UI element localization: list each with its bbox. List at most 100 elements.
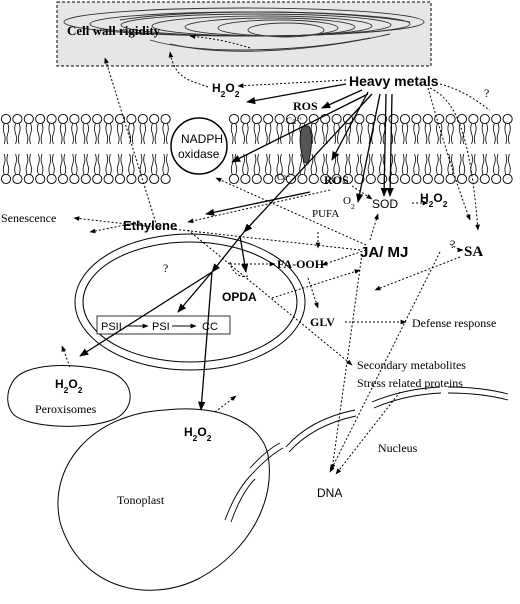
lipid-tail	[63, 123, 67, 145]
lipid-tail	[116, 153, 120, 175]
lipid-tail	[481, 153, 485, 175]
lipid-tail	[379, 123, 382, 145]
label-ca-upper: Ca2+	[286, 116, 303, 127]
lipid-tail	[6, 123, 10, 145]
lipid-tail	[48, 153, 52, 175]
lipid-head	[240, 173, 251, 185]
lipid-head	[434, 173, 445, 185]
lipid-tail	[29, 123, 32, 145]
lipid-head	[160, 173, 171, 185]
nadph-oxidase-circle	[170, 117, 228, 175]
lipid-tail	[71, 153, 74, 175]
label-ethylene: Ethylene	[123, 218, 177, 233]
label-defense-response: Defense response	[412, 316, 496, 330]
label-ja-mj: JA/ MJ	[360, 244, 408, 261]
lipid-tail	[2, 153, 6, 175]
lipid-head	[0, 113, 12, 125]
lipid-head	[251, 113, 262, 125]
lipid-tail	[151, 123, 154, 145]
label-senescence: Senescence	[1, 211, 56, 225]
label-nadph: NADPH	[181, 132, 223, 146]
lipid-tail	[257, 153, 260, 175]
lipid-tail	[394, 153, 397, 175]
lipid-head	[468, 173, 479, 185]
signaling-arrows	[79, 83, 394, 411]
lipid-tail	[439, 123, 443, 145]
lipid-tail	[139, 123, 143, 145]
lipid-head	[251, 173, 262, 185]
label-h2o2-peroxisome: H2O2	[55, 377, 83, 395]
lipid-head	[126, 113, 137, 125]
chloroplast	[74, 233, 306, 371]
lipid-head	[137, 113, 148, 125]
lipid-head	[126, 173, 137, 185]
lipid-head	[149, 113, 160, 125]
lipid-head	[434, 113, 445, 125]
label-cc: CC	[202, 321, 218, 333]
lipid-tail	[371, 153, 374, 175]
lipid-tail	[405, 153, 409, 175]
lipid-tail	[37, 123, 40, 145]
lipid-tail	[428, 153, 431, 175]
lipid-head	[23, 173, 34, 185]
lipid-tail	[447, 123, 451, 145]
lipid-tail	[94, 123, 97, 145]
lipid-tail	[82, 153, 86, 175]
lipid-head	[297, 173, 308, 185]
lipid-tail	[162, 153, 166, 175]
lipid-tail	[29, 153, 32, 175]
lipid-tail	[97, 123, 101, 145]
lipid-head	[228, 173, 240, 185]
lipid-tail	[131, 153, 135, 175]
lipid-tail	[143, 123, 146, 145]
lipid-head	[160, 113, 171, 125]
lipid-head	[35, 113, 46, 125]
lipid-head	[422, 173, 433, 185]
lipid-tail	[109, 153, 112, 175]
lipid-tail	[14, 123, 17, 145]
lipid-tail	[128, 153, 131, 175]
lipid-tail	[230, 123, 234, 145]
lipid-tail	[257, 123, 260, 145]
lipid-tail	[52, 153, 55, 175]
lipid-tail	[401, 153, 405, 175]
lipid-head	[92, 173, 103, 185]
lipid-head	[69, 113, 80, 125]
label-fa-ooh: FA-OOH	[277, 257, 325, 271]
lipid-tail	[291, 153, 295, 175]
lipid-tail	[496, 153, 500, 175]
lipid-head	[46, 113, 57, 125]
label-oxidase: oxidase	[178, 147, 220, 161]
lipid-head	[502, 113, 513, 125]
lipid-tail	[242, 153, 245, 175]
lipid-tail	[367, 123, 371, 145]
lipid-head	[411, 173, 422, 185]
lipid-tail	[166, 153, 169, 175]
lipid-head	[285, 173, 297, 185]
lipid-tail	[493, 153, 496, 175]
lipid-head	[320, 173, 331, 185]
lipid-tail	[504, 153, 508, 175]
label-glv: GLV	[310, 315, 335, 329]
labels: Cell wall rigidity H2O2 Heavy metals ? R…	[1, 23, 496, 507]
lipid-head	[297, 113, 308, 125]
lipid-tail	[276, 123, 280, 145]
lipid-head	[263, 173, 274, 185]
lipid-head	[274, 173, 285, 185]
label-o2: O2	[343, 195, 355, 211]
lipid-tail	[268, 123, 272, 145]
lipid-head	[240, 113, 251, 125]
lipid-head	[468, 113, 479, 125]
lipid-tail	[413, 153, 416, 175]
lipid-tail	[143, 153, 146, 175]
lipid-head	[23, 113, 34, 125]
lipid-head	[331, 173, 342, 185]
lipid-tail	[439, 153, 443, 175]
lipid-tail	[116, 123, 120, 145]
lipid-tail	[63, 153, 67, 175]
lipid-tail	[508, 153, 511, 175]
lipid-tail	[314, 123, 317, 145]
lipid-head	[80, 113, 91, 125]
